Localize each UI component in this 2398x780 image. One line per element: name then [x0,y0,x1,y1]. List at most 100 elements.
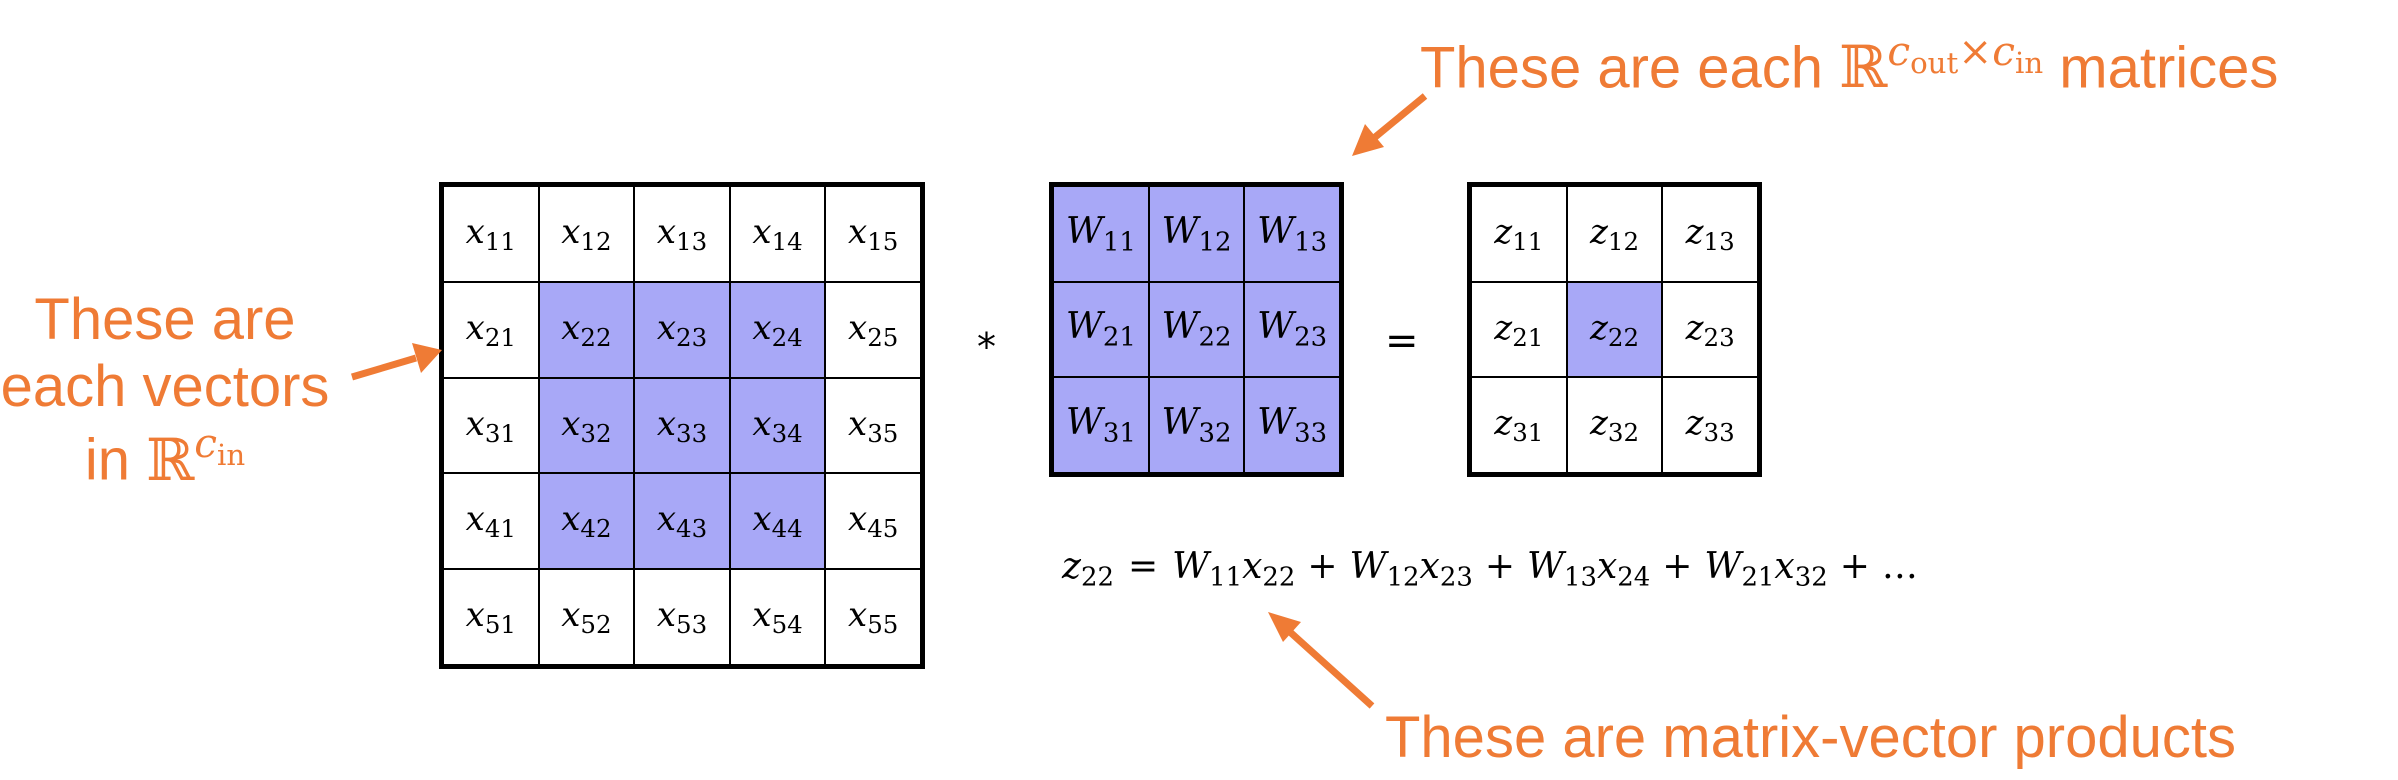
w-cell-31: W31 [1052,376,1150,474]
w-symbol: W [1065,402,1103,444]
formula-ellipsis: … [1881,546,1918,587]
annotation-left-line1: These are [34,287,296,352]
z-cell-31: z31 [1470,376,1568,474]
x-cell-41: x41 [442,472,540,571]
annotation-matrix-vector-products: These are matrix-vector products [1385,705,2236,770]
w-symbol: W [1161,306,1199,348]
formula-plus: + [1839,546,1870,587]
x-cell-25: x25 [824,280,922,379]
arrow-bottom [1287,629,1375,709]
z-subscript: 11 [1512,226,1544,256]
formula-w-symbol: W [1526,546,1564,587]
z-symbol: z [1589,307,1608,348]
sub-in: in [2014,46,2044,81]
annotation-left-line3: in ℝcin [0,420,350,494]
w-subscript: 31 [1102,418,1136,449]
x-symbol: x [848,211,868,252]
annotation-left-line2: each vectors [0,353,330,419]
times-symbol: × [1958,27,1993,75]
sub-out: out [1910,46,1959,81]
x-subscript: 24 [771,322,803,352]
z-subscript: 33 [1703,418,1735,448]
x-symbol: x [848,403,868,444]
w-subscript: 32 [1198,418,1232,449]
formula-w-symbol: W [1172,546,1210,587]
x-cell-12: x12 [537,185,636,283]
x-cell-52: x52 [537,568,636,666]
sub-in: in [217,438,246,473]
x-symbol: x [752,307,772,348]
w-cell-23: W23 [1243,280,1341,379]
formula-x-subscript: 22 [1262,562,1296,593]
x-subscript: 42 [580,514,612,544]
x-symbol: x [752,595,772,636]
x-subscript: 54 [771,610,803,640]
z-symbol: z [1589,403,1608,444]
x-cell-32: x32 [537,376,636,475]
z-symbol: z [1685,307,1704,348]
x-symbol: x [561,307,581,348]
z-cell-13: z13 [1661,185,1759,283]
w-subscript: 13 [1294,226,1328,257]
convolution-operator: * [977,325,996,369]
w-subscript: 11 [1102,226,1136,257]
formula-w-subscript: 13 [1564,562,1597,593]
z-symbol: z [1685,403,1704,444]
x-symbol: x [561,499,581,540]
w-cell-32: W32 [1147,376,1246,474]
z-symbol: z [1589,211,1608,252]
x-cell-11: x11 [442,185,540,283]
x-cell-35: x35 [824,376,922,475]
x-symbol: x [656,595,676,636]
arrow-left [351,354,417,381]
z-subscript: 21 [1512,322,1544,352]
z-subscript: 22 [1607,322,1640,352]
x-symbol: x [656,403,676,444]
x-symbol: x [465,595,485,636]
x-subscript: 51 [484,610,516,640]
w-symbol: W [1257,210,1295,252]
x-subscript: 44 [771,514,803,544]
formula-x-symbol: x [1774,546,1795,587]
w-subscript: 12 [1198,226,1232,257]
x-cell-34: x34 [728,376,827,475]
x-symbol: x [752,403,772,444]
x-subscript: 25 [867,322,899,352]
w-subscript: 23 [1294,322,1328,353]
x-cell-21: x21 [442,280,540,379]
x-subscript: 21 [484,322,516,352]
x-symbol: x [465,211,485,252]
formula-x-subscript: 24 [1617,562,1651,593]
formula-lhs-subscript: 22 [1080,562,1114,593]
arrow-top [1371,93,1428,141]
z-symbol: z [1685,211,1704,252]
w-subscript: 21 [1102,322,1136,353]
x-symbol: x [848,307,868,348]
z-subscript: 32 [1607,418,1640,448]
z-cell-23: z23 [1661,280,1759,379]
x-symbol: x [656,499,676,540]
x-symbol: x [465,499,485,540]
annotation-weight-matrices: These are each ℝcout×cin matrices [1420,28,2278,102]
formula-lhs-symbol: z [1062,546,1081,587]
arrow-left-head [412,343,442,373]
z-subscript: 12 [1607,226,1640,256]
z-cell-11: z11 [1470,185,1568,283]
w-cell-33: W33 [1243,376,1341,474]
z-cell-33: z33 [1661,376,1759,474]
x-subscript: 45 [867,514,899,544]
z-subscript: 31 [1512,418,1544,448]
w-cell-13: W13 [1243,185,1341,283]
equals-operator: = [1385,318,1419,364]
x-symbol: x [848,499,868,540]
x-cell-33: x33 [633,376,731,475]
formula-w-symbol: W [1349,546,1387,587]
w-symbol: W [1257,402,1295,444]
z-subscript: 13 [1703,226,1735,256]
